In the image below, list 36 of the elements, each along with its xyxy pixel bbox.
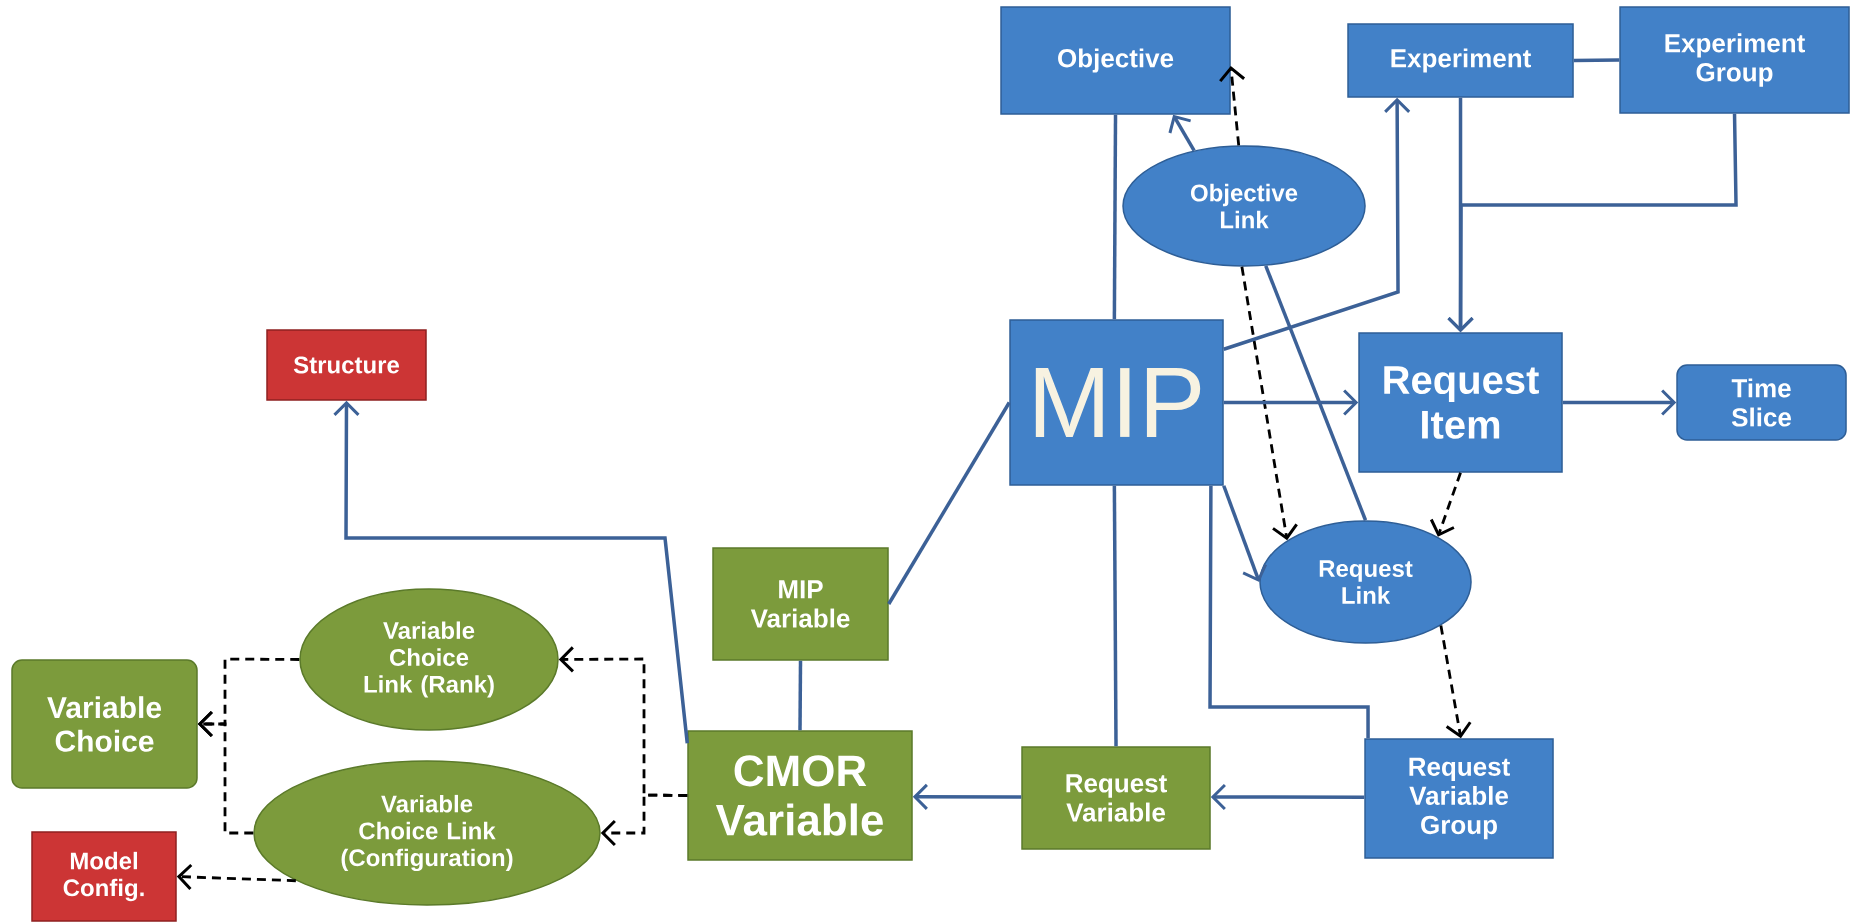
- entity-box: Request Variable Group: [1364, 738, 1554, 859]
- connector-line: [1112, 485, 1118, 747]
- connector-line: [1264, 265, 1368, 521]
- entity-box: MIP Variable: [712, 547, 889, 661]
- entity-box: CMOR Variable: [687, 730, 913, 861]
- connector-line: [798, 660, 803, 731]
- arrow: [912, 783, 1022, 810]
- arrow: [1222, 485, 1267, 582]
- arrow: [1219, 65, 1246, 146]
- entity-box: Variable Choice: [11, 659, 198, 789]
- entity-box: Experiment Group: [1619, 6, 1850, 114]
- arrow: [197, 710, 254, 835]
- entity-box: Request Variable: [1021, 746, 1211, 850]
- arrow: [333, 400, 689, 744]
- arrow: [1439, 625, 1472, 739]
- entity-box: Time Slice: [1676, 364, 1847, 441]
- entity-box: MIP: [1009, 319, 1224, 486]
- arrow: [1447, 113, 1738, 333]
- connector-line: [1573, 58, 1620, 63]
- arrow: [1210, 783, 1365, 811]
- arrow: [176, 863, 296, 891]
- arrow: [1223, 97, 1411, 351]
- arrow: [1562, 389, 1677, 416]
- connector-line: [1112, 114, 1118, 320]
- entity-box: Request Item: [1358, 332, 1563, 473]
- connector-line: [887, 401, 1011, 605]
- entity-box: Model Config.: [31, 831, 177, 922]
- arrow: [1240, 266, 1298, 541]
- arrow: [1223, 389, 1359, 416]
- entity-box: Structure: [266, 329, 427, 401]
- entity-box: Objective: [1000, 6, 1231, 115]
- arrow: [1168, 114, 1196, 152]
- arrow: [600, 793, 688, 847]
- arrow: [1429, 472, 1462, 537]
- connector-line: [1208, 485, 1370, 739]
- entity-box: Experiment: [1347, 23, 1574, 98]
